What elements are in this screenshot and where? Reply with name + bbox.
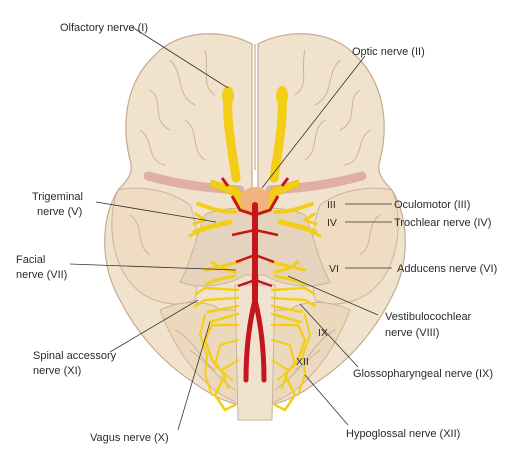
label-oculomotor: Oculomotor (III) xyxy=(394,199,470,211)
left-temporal-lobe xyxy=(111,187,199,305)
leader-lines xyxy=(69,26,392,431)
label-vestibulocochlear-2: nerve (VIII) xyxy=(385,327,439,339)
label-glossopharyngeal: Glossopharyngeal nerve (IX) xyxy=(353,368,493,380)
cerebrum xyxy=(104,33,406,406)
pituitary xyxy=(240,187,270,213)
labels: Olfactory nerve (I) Optic nerve (II) Tri… xyxy=(16,22,497,444)
label-vagus: Vagus nerve (X) xyxy=(90,432,169,444)
label-spinal-accessory-1: Spinal accessory xyxy=(33,350,117,362)
label-adducens: Adducens nerve (VI) xyxy=(397,263,497,275)
label-spinal-accessory-2: nerve (XI) xyxy=(33,365,81,377)
label-trochlear: Trochlear nerve (IV) xyxy=(394,217,491,229)
medulla xyxy=(234,284,276,421)
roman-vi: VI xyxy=(329,263,339,275)
label-facial-2: nerve (VII) xyxy=(16,269,67,281)
roman-numerals: III IV VI IX XII xyxy=(296,199,339,368)
optic-chiasm xyxy=(209,179,301,213)
label-trigeminal-1: Trigeminal xyxy=(32,191,83,203)
right-temporal-lobe xyxy=(311,187,399,305)
roman-ix: IX xyxy=(318,327,328,339)
label-vestibulocochlear-1: Vestibulocochlear xyxy=(385,311,472,323)
roman-xii: XII xyxy=(296,356,309,368)
label-olfactory: Olfactory nerve (I) xyxy=(60,22,148,34)
cranial-nerve-branches xyxy=(188,202,322,412)
label-hypoglossal: Hypoglossal nerve (XII) xyxy=(346,428,460,440)
label-trigeminal-2: nerve (V) xyxy=(37,206,82,218)
arterial-circle xyxy=(220,177,290,383)
olfactory-nerve xyxy=(222,86,288,183)
label-facial-1: Facial xyxy=(16,254,45,266)
roman-iv: IV xyxy=(327,217,337,229)
roman-iii: III xyxy=(327,199,336,211)
label-optic: Optic nerve (II) xyxy=(352,46,425,58)
